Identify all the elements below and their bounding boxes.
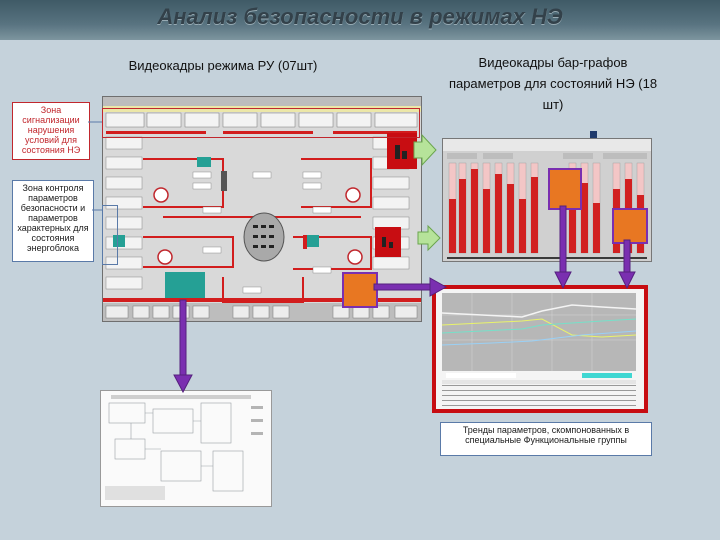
bar-marker bbox=[590, 131, 597, 138]
caption-bar-graphs: Видеокадры бар-графов параметров для сос… bbox=[448, 55, 658, 112]
trend-chart-diagram bbox=[432, 285, 648, 413]
arrow-purple-bar-2-stem bbox=[623, 239, 631, 275]
page-title: Анализ безопасности в режимах НЭ bbox=[157, 4, 563, 29]
arrow-purple-right-stem bbox=[373, 283, 431, 291]
bar-graphs-screen-thumbnail[interactable] bbox=[442, 138, 652, 262]
detail-screen-diagram bbox=[101, 391, 271, 506]
arrow-green-1 bbox=[413, 133, 437, 167]
caption-ru-screens: Видеокадры режима РУ (07шт) bbox=[128, 58, 318, 73]
arrow-green-2 bbox=[417, 224, 441, 252]
trend-caption: Тренды параметров, скомпонованных в спец… bbox=[440, 422, 652, 456]
title-banner bbox=[0, 0, 720, 40]
signal-zone-highlight bbox=[102, 108, 420, 138]
control-zone-highlight bbox=[102, 205, 118, 265]
control-zone-label: Зона контроля параметров безопасности и … bbox=[12, 180, 94, 262]
arrow-purple-bar-1-head bbox=[554, 271, 572, 290]
signal-zone-label: Зона сигнализации нарушения условий для … bbox=[12, 102, 90, 160]
arrow-purple-down-stem bbox=[179, 299, 187, 376]
arrow-purple-down-head bbox=[173, 374, 193, 394]
arrow-purple-bar-2-head bbox=[618, 271, 636, 290]
trends-screen-thumbnail[interactable] bbox=[432, 285, 648, 413]
detail-screen-thumbnail[interactable] bbox=[100, 390, 272, 507]
arrow-purple-bar-1-stem bbox=[559, 205, 567, 275]
scada-highlight bbox=[342, 272, 378, 308]
arrow-purple-right-head bbox=[429, 277, 448, 297]
